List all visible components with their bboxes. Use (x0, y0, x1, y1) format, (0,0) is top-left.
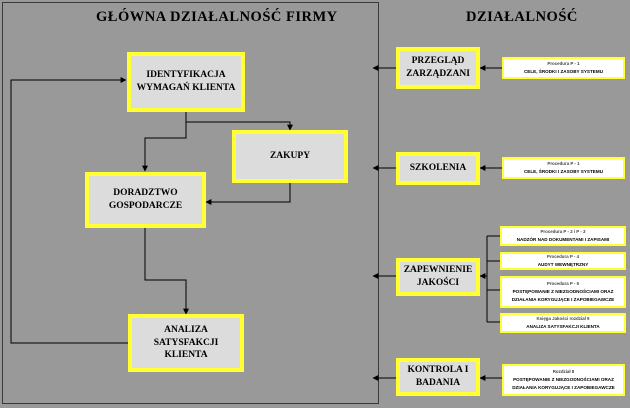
zakupy-to-doradztwo (205, 183, 291, 205)
procedure-text: CELE, ŚRODKI I ZASOBY SYSTEMU (523, 168, 604, 174)
box-label-line: WYMAGAŃ KLIENTA (136, 83, 236, 93)
box-label-line: DORADZTWO (113, 188, 178, 199)
main-activity-panel (2, 2, 379, 404)
box-label-line: SATYSFAKCJI KLIENTA (153, 337, 219, 361)
box-label-line: ZARZĄDZANI (406, 69, 470, 79)
procedure-box: Procedura P - 2 i P - 3 NADZÓR NAD DOKUM… (500, 226, 626, 246)
box-zakupy: ZAKUPY (232, 130, 348, 183)
loop-line (10, 77, 128, 344)
box-doradztwo: DORADZTWO GOSPODARCZE (85, 172, 206, 228)
procedure-header: Procedura P - 5 (546, 281, 580, 287)
procedure-text: POSTĘPOWANIE Z NIEZGODNOŚCIAMI ORAZ (512, 288, 614, 294)
procedure-text: AUDYT WEWNĘTRZNY (537, 261, 589, 267)
procedure-text: DZIAŁANIA KORYGUJĄCE I ZAPOBIEGAWCZE (511, 296, 615, 302)
main-activity-title: GŁÓWNA DZIAŁALNOŚĆ FIRMY (96, 9, 338, 25)
procedure-box: Procedura P - 5 POSTĘPOWANIE Z NIEZGODNO… (500, 276, 626, 308)
procedure-text: POSTĘPOWANIE Z NIEZGODNOŚCIAMI ORAZ (513, 376, 614, 382)
box-label-line: KONTROLA I (407, 365, 469, 376)
procedure-box: Rozdział 8 POSTĘPOWANIE Z NIEZGODNOŚCIAM… (502, 364, 625, 396)
procedure-box: Procedura P - 4 AUDYT WEWNĘTRZNY (500, 252, 626, 270)
box-zapewnienie: ZAPEWNIENIE JAKOŚCI (396, 258, 480, 296)
procedure-header: Procedura P - 1 (547, 61, 580, 67)
box-szkolenia: SZKOLENIA (396, 152, 480, 185)
procedure-text: NADZÓR NAD DOKUMENTAMI I ZAPISAMI (516, 236, 610, 242)
procedure-header: Procedura P - 2 i P - 3 (540, 229, 586, 235)
box-label-line: ZAPEWNIENIE (403, 265, 473, 276)
activity-title: DZIAŁALNOŚĆ (466, 9, 578, 25)
box-label-line: GOSPODARCZE (108, 201, 183, 211)
procedure-box: Procedura P - 1 CELE, ŚRODKI I ZASOBY SY… (502, 157, 625, 179)
box-identyfikacja: IDENTYFIKACJA WYMAGAŃ KLIENTA (127, 52, 245, 112)
procedure-box: Procedura P - 1 CELE, ŚRODKI I ZASOBY SY… (502, 57, 625, 79)
ident-to-doradztwo (142, 112, 187, 172)
procedure-box: Księga Jakości rozdział 9 ANALIZA SATYSF… (500, 313, 626, 333)
procedure-header: Procedura P - 1 (547, 161, 580, 167)
doradztwo-to-analiza (144, 228, 189, 315)
box-przeglad: PRZEGLĄD ZARZĄDZANI (396, 47, 480, 89)
box-label-line: ANALIZA (164, 324, 208, 335)
box-label-line: IDENTYFIKACJA (146, 70, 226, 81)
box-analiza: ANALIZA SATYSFAKCJI KLIENTA (128, 314, 244, 372)
box-label-line: ZAKUPY (269, 151, 311, 162)
procedure-header: Księga Jakości rozdział 9 (536, 316, 590, 322)
zapewnienie-bracket (486, 235, 500, 323)
procedure-text: CELE, ŚRODKI I ZASOBY SYSTEMU (523, 68, 604, 74)
ident-to-zakupy (185, 112, 293, 131)
box-label-line: PRZEGLĄD (411, 56, 465, 67)
procedure-header: Rozdział 8 (552, 369, 575, 375)
procedure-header: Procedura P - 4 (546, 254, 580, 260)
procedure-text: ANALIZA SATYSFAKCJI KLIENTA (526, 323, 600, 329)
box-label-line: SZKOLENIA (409, 163, 467, 174)
box-label-line: BADANIA (415, 378, 461, 388)
procedure-text: DZIAŁANIA KORYGUJĄCE I ZAPOBIEGAWCZE (512, 384, 615, 390)
box-label-line: JAKOŚCI (416, 278, 460, 288)
box-kontrola: KONTROLA I BADANIA (396, 358, 480, 396)
